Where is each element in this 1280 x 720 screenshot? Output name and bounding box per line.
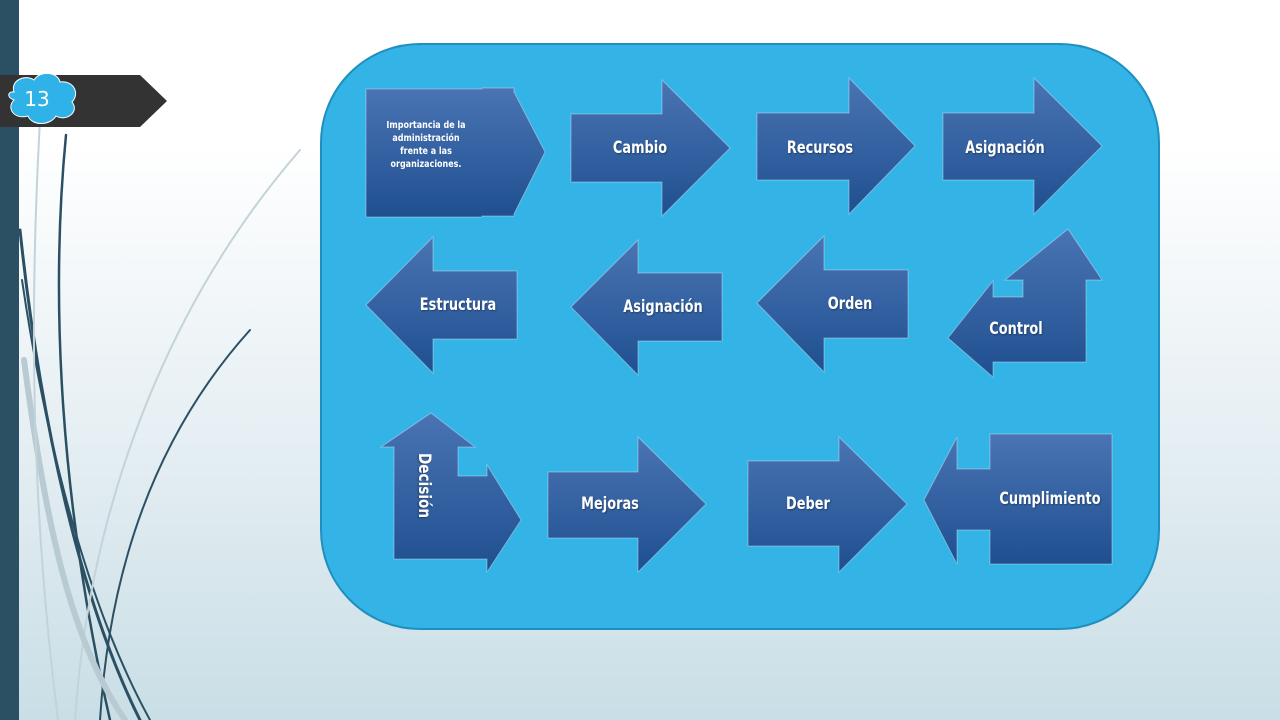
left-sidebar-bar — [0, 0, 19, 720]
arrow-cambio — [570, 78, 731, 218]
cloud-icon — [8, 73, 76, 124]
arrow-asignacion-1 — [942, 76, 1103, 216]
slide-number-tab — [0, 73, 167, 127]
label-estructura: Estructura — [419, 295, 497, 315]
label-asignacion-1: Asignación — [965, 138, 1045, 158]
arrow-cumplimiento — [923, 433, 1113, 565]
arrow-asignacion-2 — [570, 238, 723, 377]
arrow-control — [947, 228, 1103, 379]
arrow-recursos — [756, 76, 916, 216]
label-cambio: Cambio — [612, 138, 668, 158]
arrow-mejoras — [547, 435, 707, 574]
arrow-decision — [379, 412, 522, 574]
arrow-estructura — [365, 235, 518, 375]
label-asignacion-2: Asignación — [623, 297, 703, 317]
label-control: Control — [989, 319, 1043, 339]
label-importancia: Importancia de la administración frente … — [386, 120, 466, 170]
arrow-importancia — [365, 87, 546, 218]
decorative-swooshes — [18, 119, 301, 720]
label-cumplimiento: Cumplimiento — [999, 489, 1101, 509]
label-recursos: Recursos — [786, 138, 854, 158]
arrow-deber — [747, 435, 908, 574]
label-deber: Deber — [786, 494, 830, 514]
label-orden: Orden — [827, 294, 873, 314]
arrow-orden — [756, 234, 909, 374]
label-mejoras: Mejoras — [581, 494, 639, 514]
slide-number: 13 — [24, 87, 50, 111]
arrow-shapes — [365, 76, 1113, 574]
label-decision: Decisión — [414, 453, 434, 519]
